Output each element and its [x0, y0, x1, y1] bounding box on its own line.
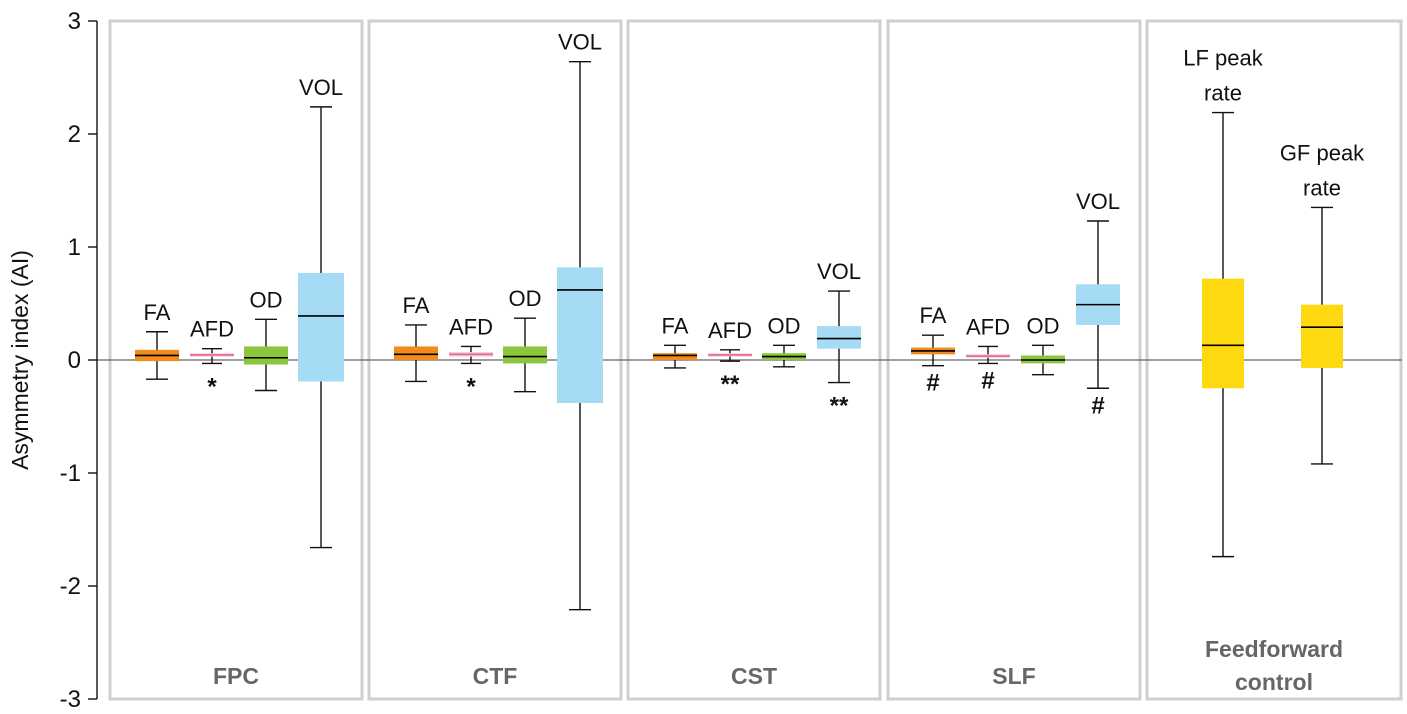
significance-marker: #: [981, 367, 994, 394]
y-tick-label: 0: [68, 347, 81, 374]
box-body: [557, 267, 603, 403]
box-body: [1202, 278, 1244, 389]
metric-label: VOL: [299, 75, 343, 100]
y-tick-label: 2: [68, 121, 81, 148]
boxes-layer: [135, 60, 1343, 611]
metric-label: LF peak: [1183, 46, 1263, 71]
metric-label: VOL: [817, 259, 861, 284]
metric-label: FA: [920, 303, 947, 328]
metric-label: GF peak: [1280, 140, 1365, 165]
y-axis-layer: 3 2 1 0 -1 -2 -3 Asymmetry index (AI): [7, 8, 98, 713]
metric-label: rate: [1204, 81, 1242, 106]
y-tick-label: -3: [60, 686, 81, 709]
panel-title: SLF: [992, 663, 1035, 689]
box-body: [653, 353, 697, 360]
panel-title: CTF: [473, 663, 518, 689]
significance-marker: **: [830, 393, 849, 420]
y-tick-label: -2: [60, 573, 81, 600]
metric-label: VOL: [558, 30, 602, 55]
metric-label: FA: [144, 300, 171, 325]
box-body: [817, 326, 861, 349]
y-tick-label: 1: [68, 234, 81, 261]
metric-label: FA: [662, 313, 689, 338]
metric-label: VOL: [1076, 189, 1120, 214]
metric-label: AFD: [966, 314, 1010, 339]
box-body: [298, 272, 344, 382]
metric-label: AFD: [708, 318, 752, 343]
y-tick-label: -1: [60, 460, 81, 487]
panel-title: FPC: [213, 663, 259, 689]
metric-label: OD: [768, 313, 801, 338]
metric-label: AFD: [190, 317, 234, 342]
y-axis-title: Asymmetry index (AI): [7, 250, 33, 470]
significance-marker: *: [466, 373, 476, 400]
significance-marker: #: [926, 370, 939, 397]
box-body: [244, 346, 288, 365]
metric-label: OD: [1027, 313, 1060, 338]
box-body: [503, 346, 547, 364]
metric-label: AFD: [449, 314, 493, 339]
metric-label: rate: [1303, 175, 1341, 200]
panel-title: Feedforward: [1205, 636, 1343, 662]
y-tick-label: 3: [68, 8, 81, 35]
metric-label: OD: [509, 286, 542, 311]
panel-title: CST: [731, 663, 777, 689]
box-body: [394, 346, 438, 360]
panel-title: control: [1235, 669, 1313, 695]
labels-layer: FA AFD * OD VOL FPC FA AFD * OD VOL CTF FA AFD ** OD VOL…: [144, 30, 1366, 695]
significance-marker: *: [207, 373, 217, 400]
significance-marker: **: [721, 371, 740, 398]
box-body: [1301, 304, 1343, 368]
metric-label: FA: [403, 293, 430, 318]
metric-label: OD: [250, 287, 283, 312]
significance-marker: #: [1091, 392, 1104, 419]
